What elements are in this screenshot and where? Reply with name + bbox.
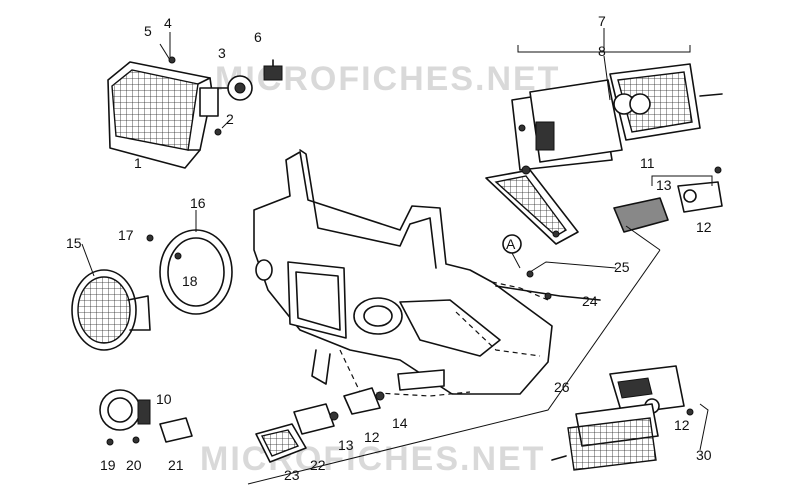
- label-18: 16: [190, 195, 206, 211]
- label-20: 18: [182, 273, 198, 289]
- label-6: 6: [254, 29, 262, 45]
- label-4: 4: [164, 15, 172, 31]
- horn: [99, 389, 193, 446]
- label-3: 3: [218, 45, 226, 61]
- label-12a: 12: [696, 219, 712, 235]
- label-15: 19: [100, 457, 116, 473]
- turn-signal-rear: [613, 166, 723, 233]
- label-24: 24: [582, 293, 598, 309]
- watermark-bottom: MICROFICHES.NET: [200, 440, 545, 478]
- tail-light: [511, 63, 723, 171]
- callout-labels: 5 4 3 6 2 1 7 8 11 13 12 16 17 15 18 A 2…: [66, 13, 712, 483]
- label-A: A: [506, 236, 516, 252]
- label-21: 21: [168, 457, 184, 473]
- plate-light: [551, 365, 694, 471]
- label-26: 26: [554, 379, 570, 395]
- label-10: 10: [156, 391, 172, 407]
- label-13a: 13: [656, 177, 672, 193]
- headlamp-rect: [107, 61, 219, 169]
- label-5: 5: [144, 23, 152, 39]
- label-22: 22: [310, 457, 326, 473]
- label-1: 1: [134, 155, 142, 171]
- label-17: 15: [66, 235, 82, 251]
- label-23: 23: [284, 467, 300, 483]
- fairing: [253, 149, 553, 395]
- label-16: 20: [126, 457, 142, 473]
- turn-signal-front: [255, 387, 385, 463]
- label-12c: 12: [674, 417, 690, 433]
- headlamp-round: [71, 229, 233, 351]
- label-2: 2: [226, 111, 234, 127]
- label-8: 8: [598, 43, 606, 59]
- label-25: 25: [614, 259, 630, 275]
- label-11: 11: [640, 155, 655, 171]
- label-7: 7: [598, 13, 606, 29]
- bulb-holder: [217, 59, 283, 101]
- label-13b: 13: [338, 437, 354, 453]
- label-19: 17: [118, 227, 134, 243]
- label-12b: 12: [364, 429, 380, 445]
- plate-bracket: [485, 165, 579, 245]
- label-14: 14: [392, 415, 408, 431]
- label-30: 30: [696, 447, 712, 463]
